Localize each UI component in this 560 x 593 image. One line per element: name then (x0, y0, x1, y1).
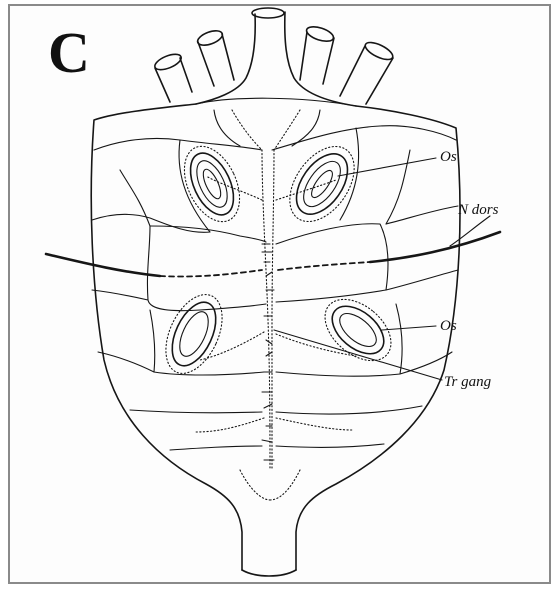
label-os-upper: Os (440, 150, 457, 165)
label-n-dors: N dors (458, 203, 498, 218)
panel-letter: C (48, 24, 90, 82)
vessel-tubes (153, 8, 395, 106)
label-os-lower: Os (440, 319, 457, 334)
ostium-upper-right (277, 135, 368, 234)
ostium-upper-left (173, 138, 250, 231)
plate-outlines (92, 110, 458, 450)
label-tr-gang: Tr gang (444, 375, 491, 390)
ostium-lower-left (154, 286, 233, 382)
